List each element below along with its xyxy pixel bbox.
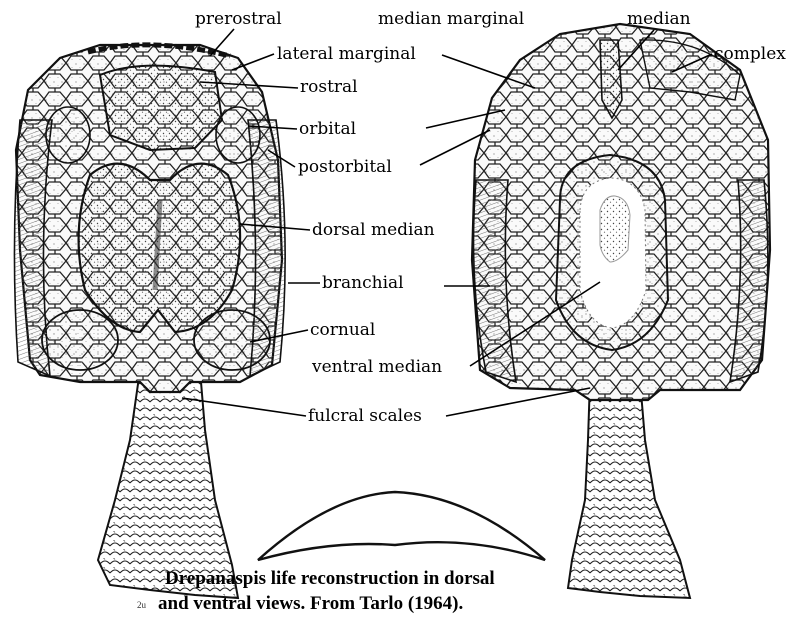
label-cornual: cornual [310,320,375,340]
caption-line-1: Drepanaspis life reconstruction in dorsa… [165,568,495,589]
label-orbital: orbital [299,119,356,139]
label-rostral: rostral [300,77,358,97]
label-fulcral-scales: fulcral scales [308,406,422,426]
dorsal-tail [98,370,238,598]
artist-signature: 2u [137,600,147,610]
ventral-view-drawing [472,24,770,598]
label-prerostral: prerostral [195,9,282,29]
label-median: median [627,9,691,29]
label-postorbital: postorbital [298,157,392,177]
dorsal-view-drawing [14,45,285,598]
label-branchial: branchial [322,273,404,293]
caption-line-2: and ventral views. From Tarlo (1964). [158,593,463,614]
label-ventral-median: ventral median [311,357,442,377]
ventral-tail [568,380,690,598]
label-median-marginal: median marginal [378,9,524,29]
label-complex: complex [714,44,786,64]
cross-section-drawing [258,492,545,560]
rostral-plate [100,66,222,150]
label-dorsal-median: dorsal median [312,220,435,240]
label-lateral-marginal: lateral marginal [277,44,416,64]
